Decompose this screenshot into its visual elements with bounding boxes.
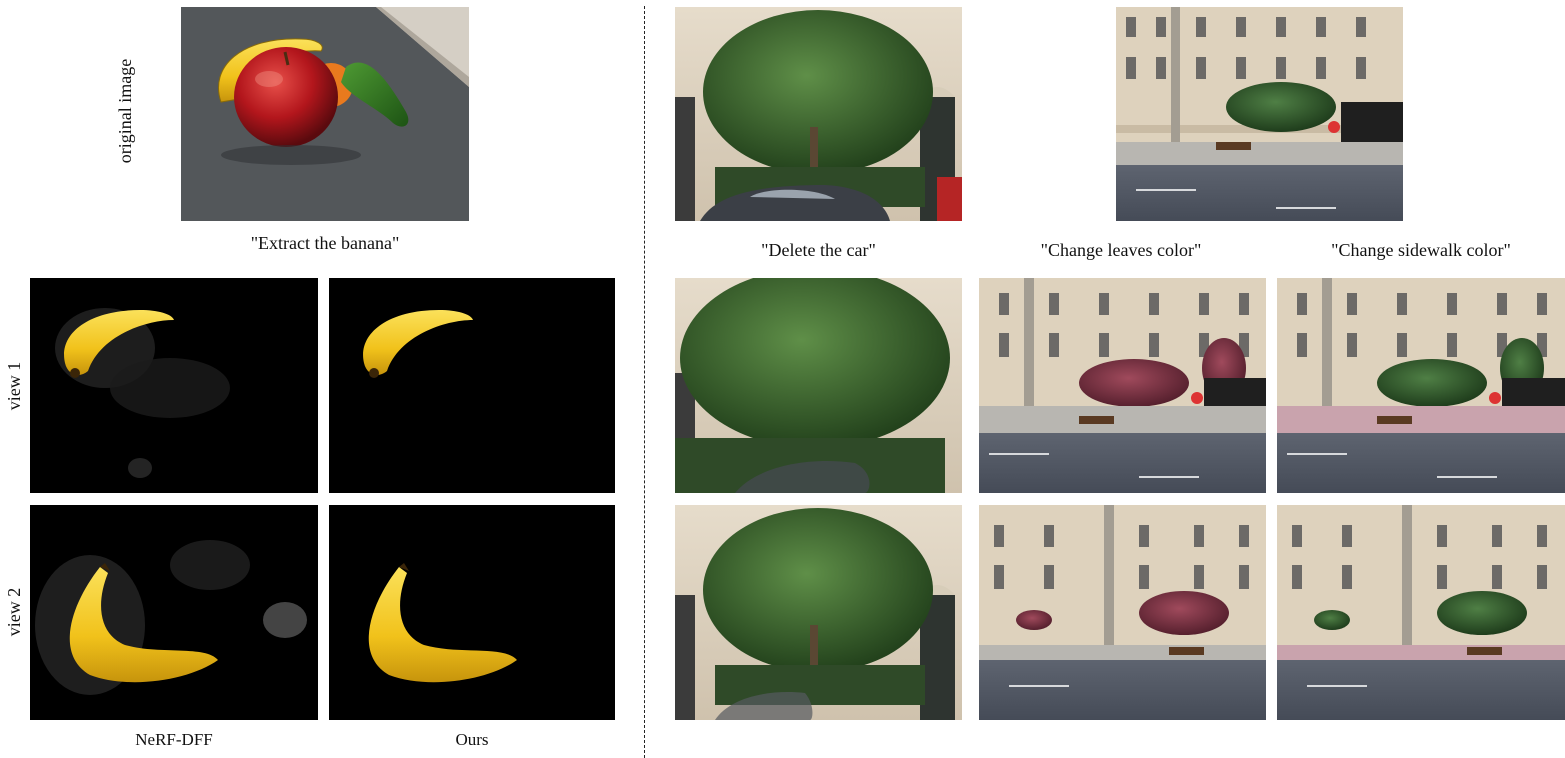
view2-nerf-dff-result xyxy=(30,505,318,720)
prompt-extract-banana: "Extract the banana" xyxy=(250,233,400,253)
prompt-change-leaves-color: "Change leaves color" xyxy=(1040,240,1202,260)
view1-nerf-dff-result xyxy=(30,278,318,493)
dashed-divider xyxy=(644,6,645,758)
view1-label: view 1 xyxy=(4,361,24,411)
col-label-ours: Ours xyxy=(455,730,489,749)
pink-sidewalk-view1-result xyxy=(1277,278,1565,493)
original-building-image xyxy=(1116,7,1403,221)
red-leaves-view2-result xyxy=(979,505,1266,720)
delete-car-view2-result xyxy=(675,505,962,720)
pink-sidewalk-view2-result xyxy=(1277,505,1565,720)
view2-label: view 2 xyxy=(4,587,24,637)
prompt-delete-car: "Delete the car" xyxy=(761,240,876,260)
delete-car-view1-result xyxy=(675,278,962,493)
view1-ours-result xyxy=(329,278,615,493)
red-leaves-view1-result xyxy=(979,278,1266,493)
col-label-nerf-dff: NeRF-DFF xyxy=(135,730,213,749)
original-tree-car-image xyxy=(675,7,962,221)
prompt-change-sidewalk-color: "Change sidewalk color" xyxy=(1331,240,1511,260)
original-image-label: original image xyxy=(115,58,135,164)
original-fruit-image xyxy=(181,7,469,221)
view2-ours-result xyxy=(329,505,615,720)
